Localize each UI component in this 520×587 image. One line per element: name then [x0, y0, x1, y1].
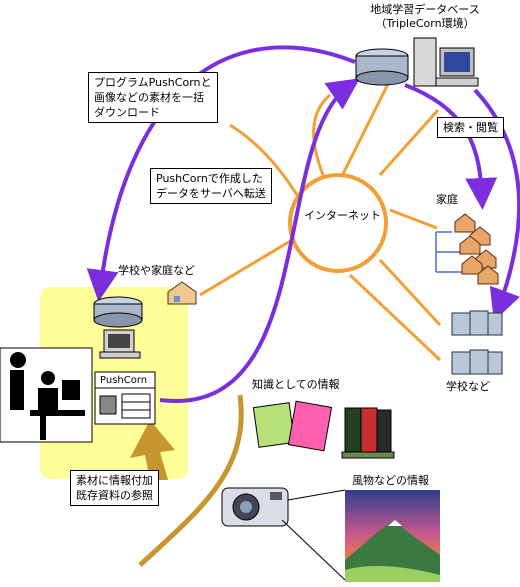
house-icons [454, 213, 499, 285]
pushcorn-label: PushCorn [100, 375, 148, 386]
annotate-line2: 既存資料の参照 [76, 489, 153, 502]
transfer-line1: PushCornで作成した [156, 172, 263, 185]
home-label: 家庭 [436, 193, 458, 206]
internet-links [199, 83, 442, 362]
camera-pointer [287, 489, 346, 501]
flow-arrows [86, 45, 520, 403]
server-title-line2: （TripleCorn環境） [375, 17, 475, 30]
knowledge-label: 知識としての情報 [252, 378, 340, 391]
download-line2: 画像などの素材を一括 [94, 91, 204, 104]
school-building-icons [451, 310, 503, 375]
client-database-icon [93, 296, 143, 359]
server-title: 地域学習データベース （TripleCorn環境） [340, 3, 510, 31]
annotate-arrow [138, 394, 244, 567]
books-icon [252, 400, 395, 459]
camera-pointer-2 [281, 519, 346, 581]
internet-circle [288, 173, 388, 273]
internet-label: インターネット [304, 209, 381, 222]
annotate-line1: 素材に情報付加 [76, 474, 153, 487]
search-box: 検索・閲覧 [437, 117, 504, 138]
pushcorn-window [94, 371, 156, 425]
camera-icon [221, 487, 289, 527]
server-title-line1: 地域学習データベース [370, 3, 480, 16]
person-computer-icon [0, 347, 93, 443]
annotate-box: 素材に情報付加 既存資料の参照 [70, 470, 159, 506]
download-line1: プログラムPushCornと [94, 76, 212, 89]
download-box: プログラムPushCornと 画像などの素材を一括 ダウンロード [88, 72, 218, 123]
scenery-label: 風物などの情報 [352, 474, 429, 487]
transfer-line2: データをサーバへ転送 [156, 187, 266, 200]
landscape-image [345, 490, 440, 582]
database-server-icon [355, 37, 479, 87]
annotate-arrowhead [130, 420, 175, 480]
transfer-box: PushCornで作成した データをサーバへ転送 [150, 168, 272, 204]
school-label: 学校など [446, 380, 490, 393]
download-line3: ダウンロード [94, 106, 160, 119]
school-house-icon [167, 281, 197, 305]
school-home-label: 学校や家庭など [118, 264, 195, 277]
